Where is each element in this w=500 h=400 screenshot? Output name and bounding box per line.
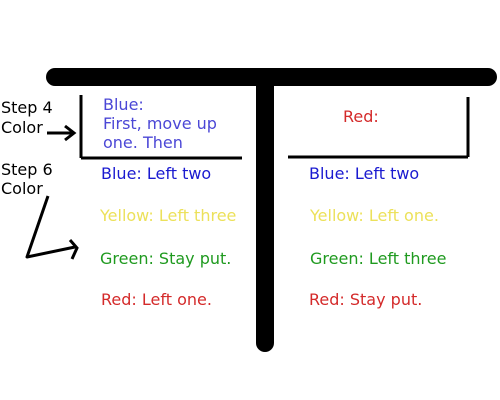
step6-label-line1: Step 6 (1, 160, 53, 179)
left-list-red: Red: Left one. (101, 290, 212, 309)
step6-arrow-head (68, 239, 79, 260)
left-list-yellow: Yellow: Left three (100, 206, 237, 225)
step4-label-line1: Step 4 (1, 98, 53, 117)
step6-label-line2: Color (1, 179, 43, 198)
left-list-green: Green: Stay put. (100, 249, 232, 268)
right-list-blue: Blue: Left two (309, 164, 420, 183)
left-list-blue: Blue: Left two (101, 164, 212, 183)
left-box-title: Blue: (103, 95, 144, 114)
right-list-yellow: Yellow: Left one. (310, 206, 439, 225)
left-box-line2: one. Then (103, 133, 183, 152)
left-box-line1: First, move up (103, 114, 217, 133)
right-list-red: Red: Stay put. (309, 290, 423, 309)
step4-label-line2: Color (1, 118, 43, 137)
step6-arrow-shaft (25, 195, 76, 259)
right-list-green: Green: Left three (310, 249, 447, 268)
right-box-title: Red: (343, 107, 379, 126)
step4-arrow-head (64, 124, 77, 142)
